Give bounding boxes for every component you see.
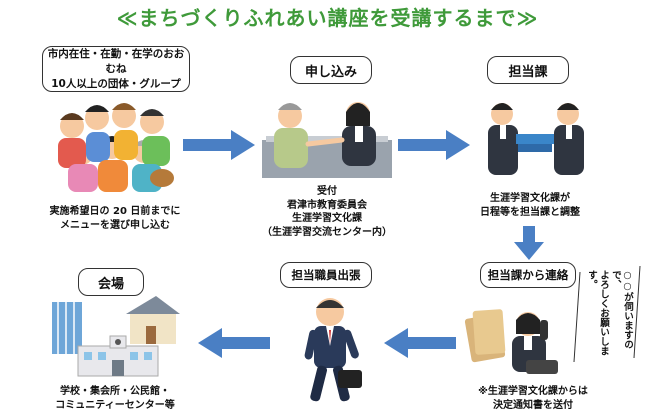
section-box: 担当課 — [487, 56, 569, 84]
arrow-left-icon — [384, 328, 456, 358]
group-caption-line-1: 実施希望日の 20 日前までに — [49, 206, 181, 217]
people-group-icon — [58, 103, 174, 192]
speech-text: ○○が伺いますので、 よろしくお願いします。 — [585, 270, 633, 366]
contact-box: 担当課から連絡 — [480, 262, 576, 288]
reception-desk-icon — [262, 102, 392, 178]
page-title: ≪まちづくりふれあい講座を受講するまで≫ — [116, 6, 539, 30]
contact-caption: ※生涯学習文化課からは 決定通知書を送付 — [458, 385, 608, 412]
group-caption: 実施希望日の 20 日前までに メニューを選び申し込む — [40, 205, 190, 232]
businessman-walking-icon — [304, 298, 362, 402]
group-eligibility-line-1: 市内在住・在勤・在学のおおむね — [47, 47, 185, 75]
apply-caption: 受付 君津市教育委員会 生涯学習文化課 （生涯学習交流センター内） — [252, 185, 402, 239]
apply-caption-line-2: 君津市教育委員会 — [287, 199, 367, 211]
arrow-right-icon — [183, 130, 255, 160]
section-caption: 生涯学習文化課が 日程等を担当課と調整 — [466, 192, 594, 219]
group-eligibility-box: 市内在住・在勤・在学のおおむね 10人以上の団体・グループ — [42, 46, 190, 92]
speech-line-1: ○○が伺いますので、 — [610, 270, 633, 349]
contact-caption-line-1: ※生涯学習文化課からは — [478, 386, 588, 397]
contact-caption-line-2: 決定通知書を送付 — [493, 399, 573, 411]
apply-caption-line-3: 生涯学習文化課 — [292, 213, 362, 224]
handover-meeting-icon — [488, 103, 584, 175]
arrow-right-icon — [398, 130, 470, 160]
venue-box: 会場 — [78, 268, 144, 296]
buildings-icon — [52, 296, 180, 377]
speech-line-2: よろしくお願いします。 — [586, 270, 609, 356]
section-caption-line-2: 日程等を担当課と調整 — [480, 206, 580, 218]
dispatch-box: 担当職員出張 — [280, 262, 372, 288]
apply-caption-line-4: （生涯学習交流センター内） — [262, 226, 392, 238]
arrow-left-icon — [198, 328, 270, 358]
section-caption-line-1: 生涯学習文化課が — [490, 193, 570, 204]
arrow-down-icon — [514, 226, 544, 260]
telephone-call-icon — [464, 309, 558, 374]
group-caption-line-2: メニューを選び申し込む — [60, 219, 170, 231]
venue-caption: 学校・集会所・公民館・ コミュニティーセンター等 — [40, 385, 190, 412]
venue-caption-line-2: コミュニティーセンター等 — [55, 399, 175, 411]
apply-caption-line-1: 受付 — [317, 186, 337, 197]
group-eligibility-line-2: 10人以上の団体・グループ — [51, 77, 181, 90]
apply-box: 申し込み — [290, 56, 372, 84]
speech-lines-icon — [573, 265, 641, 363]
venue-caption-line-1: 学校・集会所・公民館・ — [60, 386, 170, 397]
